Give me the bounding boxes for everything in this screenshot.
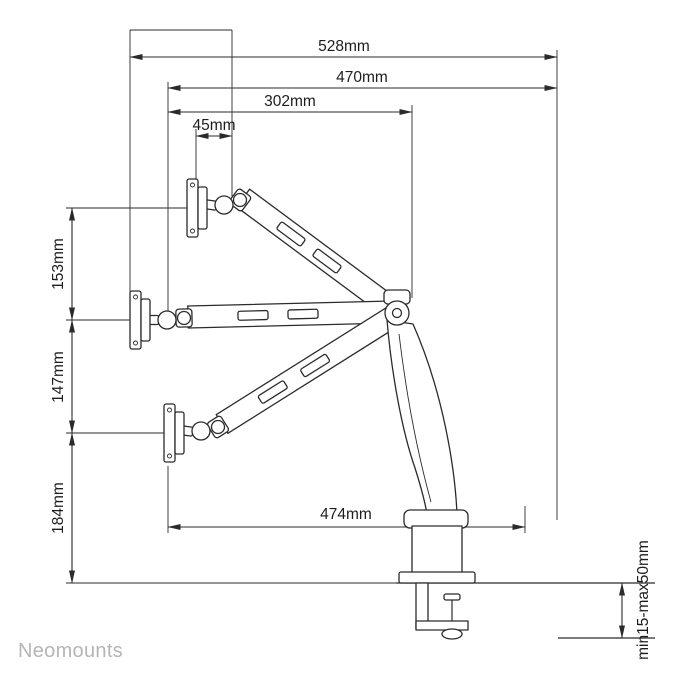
arm-cutout [287,308,319,320]
vesa-bracket [140,298,151,342]
clamp-cap [403,509,469,529]
dim-label-184: 184mm [50,482,67,534]
arm-cutout [312,248,342,274]
vesa-hole [190,228,195,234]
dim-label-153: 153mm [50,238,67,290]
elbow-pivot [383,289,411,326]
pole-body [386,319,458,515]
brand-wordmark: Neomounts [18,640,123,662]
ball-joint [191,421,211,441]
pole-detail-line [398,333,432,503]
vesa-bracket [174,411,185,455]
vesa-plate [186,178,199,238]
ball-joint [157,310,177,330]
vesa-plate [129,290,142,350]
vesa-hole [190,182,195,188]
wrist-pivot [176,310,192,326]
dim-label-302: 302mm [264,93,316,110]
arm-cutout [237,309,269,321]
ball-joint [214,195,234,215]
vesa-plate [163,403,176,463]
riser-pole [386,319,458,515]
vesa-hole [133,340,138,346]
arm-position-bottom [163,307,399,463]
desk-clamp [398,509,476,640]
clamp-screw-pad [443,593,461,601]
dim-label-470: 470mm [336,69,388,86]
vesa-hole [167,407,172,413]
dim-label-147: 147mm [50,351,67,403]
arm-position-top [186,178,402,320]
clamp-knob [441,628,463,640]
wrist-pivot [232,192,248,208]
dimension-labels: 528mm 470mm 302mm 45mm 153mm 147mm 184mm… [50,38,652,660]
arm-cutout [276,221,306,247]
dim-label-528: 528mm [318,38,370,55]
dim-label-45: 45mm [192,117,235,134]
clamp-foot [398,571,476,584]
vesa-hole [133,294,138,300]
dimension-lines [69,54,625,639]
pivot-inner [391,307,403,319]
dim-label-desk-thickness: min15-max50mm [635,540,652,660]
clamp-body [411,525,463,577]
arm-cutout [257,380,288,404]
clamp-lower-arm [415,620,469,631]
vesa-hole [167,453,172,459]
wrist-pivot [210,419,226,435]
arm-cutout [300,353,331,378]
dim-label-474: 474mm [320,506,372,523]
vesa-bracket [197,186,208,230]
